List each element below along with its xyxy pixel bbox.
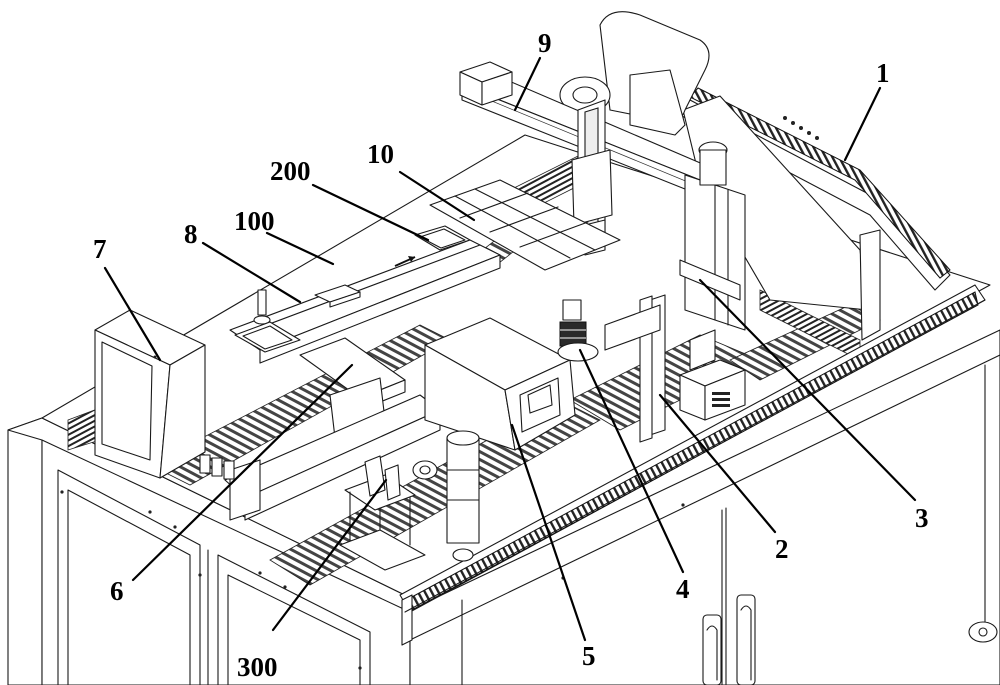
- leader-1: [843, 86, 882, 162]
- label-6: 6: [110, 576, 124, 606]
- conveyor-belt: [229, 239, 501, 364]
- label-200: 200: [270, 156, 311, 186]
- label-7: 7: [93, 234, 107, 264]
- leader-2: [658, 393, 777, 534]
- leader-3: [698, 278, 917, 502]
- camera-lens: [557, 299, 599, 362]
- label-5: 5: [582, 641, 596, 671]
- label-10: 10: [367, 139, 394, 169]
- label-9: 9: [538, 28, 552, 58]
- label-300: 300: [237, 652, 278, 682]
- side-modules: [604, 259, 746, 421]
- leader-100: [265, 231, 335, 266]
- inspection-housing: [412, 317, 576, 562]
- label-2: 2: [775, 534, 789, 564]
- label-8: 8: [184, 219, 198, 249]
- leader-4: [578, 348, 685, 574]
- tray-grid: [414, 179, 621, 271]
- label-4: 4: [676, 574, 690, 604]
- leader-5: [510, 423, 587, 642]
- leader-7: [103, 266, 162, 362]
- leader-9: [513, 56, 542, 112]
- label-3: 3: [915, 503, 929, 533]
- leader-lines: [103, 56, 917, 642]
- leader-200: [311, 183, 430, 242]
- control-box: [94, 309, 206, 479]
- leader-10: [398, 170, 476, 222]
- cylinder-icon: [446, 430, 480, 562]
- leader-300: [271, 478, 388, 632]
- caster-wheel-icon: [968, 621, 998, 643]
- valve-manifold-icon: [199, 454, 235, 480]
- leader-8: [201, 241, 302, 304]
- leader-6: [131, 363, 354, 582]
- servo-motor-icon: [459, 61, 513, 106]
- door-handle-icon: [702, 594, 756, 685]
- linear-slide: [199, 337, 441, 521]
- cabinet-base: [7, 329, 1000, 685]
- front-guard-rail: [399, 284, 986, 646]
- label-1: 1: [876, 58, 890, 88]
- hopper-feeder: [559, 11, 951, 341]
- fixture-stand: [339, 455, 426, 571]
- reference-labels: 1 2 3 4 5 6 7 8 9 10 100 200 300: [93, 28, 929, 682]
- label-100: 100: [234, 206, 275, 236]
